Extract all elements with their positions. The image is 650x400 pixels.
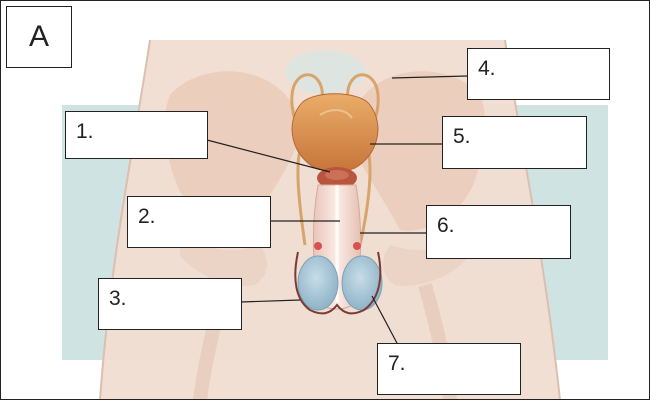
- label-box-6[interactable]: 6.: [426, 205, 571, 259]
- label-box-4[interactable]: 4.: [467, 48, 610, 100]
- label-box-1[interactable]: 1.: [65, 111, 208, 159]
- label-box-3[interactable]: 3.: [98, 278, 242, 330]
- label-box-7[interactable]: 7.: [377, 343, 521, 395]
- label-box-5[interactable]: 5.: [442, 116, 587, 169]
- label-box-2[interactable]: 2.: [127, 196, 271, 248]
- panel-letter: A: [6, 6, 72, 68]
